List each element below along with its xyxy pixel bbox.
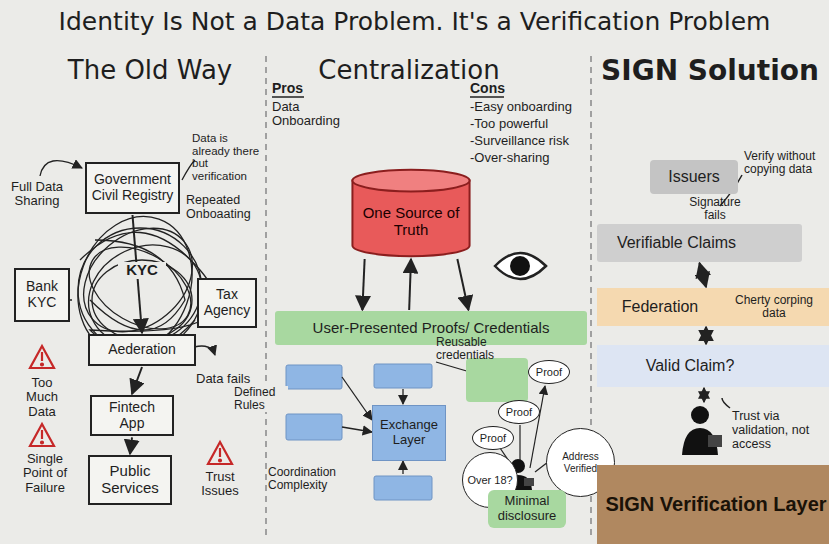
note-label: -Surveillance risk <box>470 134 588 148</box>
proof-bubble: Proof <box>498 400 540 424</box>
node-text: One Source of Truth <box>354 205 468 239</box>
validation-band: Valid Claim? <box>597 345 829 387</box>
note-label: Data is already there but verification <box>192 132 266 183</box>
verification-layer: SIGN Verification Layer <box>597 465 829 544</box>
proof-bubble: Proof <box>472 426 514 450</box>
note-label: Coordination Complexity <box>268 466 352 492</box>
node-text: Bank KYC <box>20 279 64 310</box>
disclosure-box: Minimal disclosure <box>488 490 566 528</box>
node-text: Federation <box>622 298 699 316</box>
agency-box: Tax Agency <box>197 278 257 328</box>
note-label: Cons <box>470 81 520 96</box>
services-box: Public Services <box>88 455 172 505</box>
node-text: Fintech App <box>96 400 168 431</box>
note-label: -Over-sharing <box>470 151 588 165</box>
note-label: -Too powerful <box>470 117 588 131</box>
note-label: Data Onboarding <box>272 100 342 129</box>
proof-bubble: Proof <box>528 360 570 384</box>
node-text: Aederation <box>108 342 176 358</box>
note-label: KYC <box>118 262 166 279</box>
flow-arrow <box>457 259 468 310</box>
app-box: Fintech App <box>90 395 174 436</box>
node-text: Over 18? <box>467 474 512 486</box>
bank-box: Bank KYC <box>14 268 70 322</box>
note-label: SIGN Solution <box>600 56 820 87</box>
node-text: Minimal disclosure <box>492 494 562 523</box>
note-label: Verify without copying data <box>744 150 824 176</box>
flow-arrow <box>705 327 707 344</box>
node-text: Exchange Layer <box>377 418 441 447</box>
flow-arrow <box>130 437 132 454</box>
federation-box: Aederation <box>88 334 196 366</box>
note-label: Pros <box>272 81 322 96</box>
node-text: Public Services <box>94 463 166 497</box>
registry-box: Government Civil Registry <box>85 162 180 214</box>
node-text: Proof <box>480 432 506 444</box>
node-text: Government Civil Registry <box>91 172 174 203</box>
exchange-box: Exchange Layer <box>372 405 446 461</box>
node-text: Valid Claim? <box>646 357 735 375</box>
eye-icon <box>495 253 546 279</box>
note-label: The Old Way <box>55 56 245 85</box>
node-text: Proof <box>536 366 562 378</box>
note-label: Reusable credentials <box>436 336 508 362</box>
note-label: Repeated Onboaating <box>186 194 264 222</box>
note-label: Cherty corping data <box>728 294 820 320</box>
note-label: Full Data Sharing <box>6 180 68 209</box>
issuer-box: Issuers <box>650 160 738 194</box>
note-label: Trust via validation, not access <box>732 410 824 451</box>
flow-arrow <box>409 259 411 310</box>
database-cylinder: One Source of Truth <box>350 168 472 258</box>
note-label: Data fails <box>196 372 254 386</box>
flow-arrow <box>132 367 142 394</box>
rule-connector <box>262 362 470 474</box>
note-label: Too Much Data <box>16 376 68 419</box>
pros-cons-underline <box>272 96 504 98</box>
node-text: SIGN Verification Layer <box>605 493 826 515</box>
note-label: Signature fails <box>680 196 750 222</box>
flow-arrow <box>362 259 364 310</box>
note-label: Trust Issues <box>192 470 248 499</box>
node-text: User-Presented Proofs/ Credentials <box>313 320 550 337</box>
node-text: Tax Agency <box>203 287 251 318</box>
credential-card <box>466 358 528 402</box>
note-label: Defined Rules <box>232 386 288 412</box>
flow-arrow <box>700 263 707 287</box>
claims-box: Verifiable Claims <box>597 224 802 262</box>
node-text: Proof <box>506 406 532 418</box>
node-text: Issuers <box>668 168 720 186</box>
note-label: -Easy onboarding <box>470 100 588 114</box>
note-label: Single Point of Failure <box>14 452 76 495</box>
node-text: Verifiable Claims <box>617 234 736 252</box>
diagram-title: Identity Is Not a Data Problem. It's a V… <box>0 8 829 36</box>
credential-band: User-Presented Proofs/ Credentials <box>275 311 587 345</box>
panel-separator <box>266 56 591 540</box>
